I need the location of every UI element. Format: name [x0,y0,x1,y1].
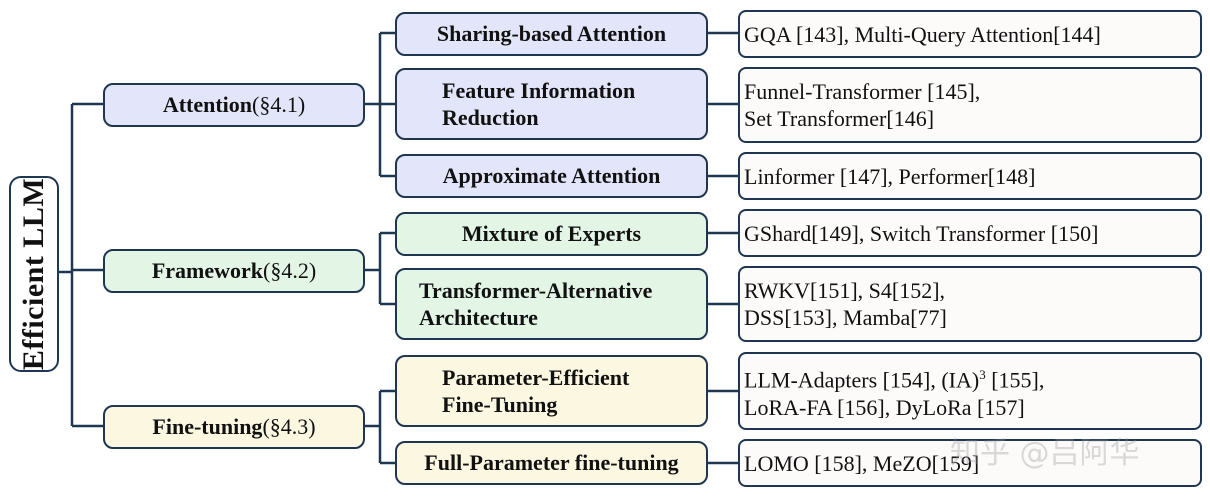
root-label: Efficient LLM [17,177,50,371]
category-finetuning-name: Fine-tuning [152,414,263,439]
category-finetuning-section: (§4.3) [262,414,316,439]
method-label: Approximate Attention [442,163,661,188]
category-attention: Attention(§4.1) [103,83,365,127]
refs-text: Linformer [147], Performer[148] [744,163,1036,189]
method-label-line1: Transformer-Alternative [419,278,653,303]
refs-feature-information-reduction: Funnel-Transformer [145], Set Transforme… [738,67,1202,143]
refs-full-parameter-fine-tuning: LOMO [158], MeZO[159] [738,439,1202,487]
refs-transformer-alternative-architecture: RWKV[151], S4[152], DSS[153], Mamba[77] [738,266,1202,342]
refs-line2: DSS[153], Mamba[77] [744,305,947,330]
method-label-line2: Fine-Tuning [442,392,558,417]
method-feature-information-reduction: Feature Information Reduction [395,68,708,140]
refs-line1-sup: 3 [979,367,986,383]
method-label: Sharing-based Attention [436,21,667,46]
refs-text: GQA [143], Multi-Query Attention[144] [744,21,1101,47]
method-label-line2: Reduction [442,105,539,130]
category-framework: Framework(§4.2) [103,249,365,293]
refs-approximate-attention: Linformer [147], Performer[148] [738,152,1202,200]
method-sharing-based-attention: Sharing-based Attention [395,12,708,56]
watermark: 知乎 @吕阿华 [950,436,1140,471]
method-label-line1: Parameter-Efficient [442,365,630,390]
method-full-parameter-fine-tuning: Full-Parameter fine-tuning [395,441,708,485]
category-framework-section: (§4.2) [263,258,317,283]
root-node-efficient-llm: Efficient LLM [9,176,59,372]
category-attention-section: (§4.1) [252,92,306,117]
refs-line1: RWKV[151], S4[152], [744,278,946,303]
method-label-line1: Feature Information [442,78,636,103]
method-parameter-efficient-fine-tuning: Parameter-Efficient Fine-Tuning [395,355,708,427]
refs-line1: Funnel-Transformer [145], [744,79,981,104]
refs-line2: LoRA-FA [156], DyLoRa [157] [744,394,1025,420]
category-attention-name: Attention [162,92,253,117]
refs-parameter-efficient-fine-tuning: LLM-Adapters [154], (IA)3 [155], LoRA-FA… [738,352,1202,430]
refs-mixture-of-experts: GShard[149], Switch Transformer [150] [738,209,1202,257]
category-finetuning: Fine-tuning(§4.3) [103,405,365,449]
refs-sharing-based-attention: GQA [143], Multi-Query Attention[144] [738,10,1202,58]
method-label-line2: Architecture [419,305,538,330]
refs-text: GShard[149], Switch Transformer [150] [744,220,1099,246]
method-label: Full-Parameter fine-tuning [424,450,679,475]
method-approximate-attention: Approximate Attention [395,154,708,198]
refs-line1-b: [155], [985,367,1045,393]
method-label: Mixture of Experts [461,221,642,246]
category-framework-name: Framework [151,258,264,283]
refs-line1-a: LLM-Adapters [154], (IA) [744,367,980,393]
refs-line2: Set Transformer[146] [744,106,935,131]
refs-text: LOMO [158], MeZO[159] [744,450,980,476]
method-mixture-of-experts: Mixture of Experts [395,212,708,256]
method-transformer-alternative-architecture: Transformer-Alternative Architecture [395,268,708,340]
